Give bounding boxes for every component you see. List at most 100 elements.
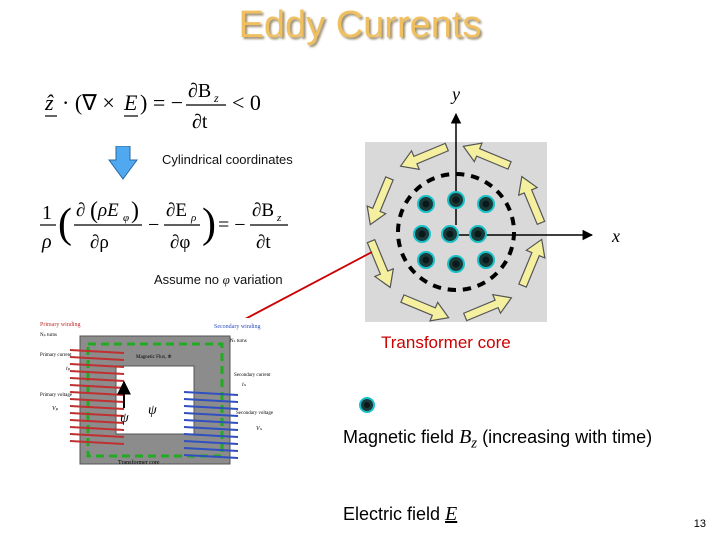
electric-field-arrow (366, 176, 394, 226)
svg-text:−: − (148, 214, 159, 236)
electric-field-dash (470, 174, 480, 181)
svg-text:Secondary current: Secondary current (234, 373, 271, 378)
electric-field-dash (504, 202, 512, 212)
electric-field-dash (418, 275, 429, 284)
primary-winding-coils (69, 349, 125, 445)
magnetic-field-dot-icon (359, 397, 375, 413)
svg-text:Primary winding: Primary winding (40, 322, 81, 328)
magnetic-field-dot (441, 225, 459, 243)
secondary-coil-turn (183, 447, 239, 452)
primary-coil-turn (69, 356, 125, 361)
secondary-coil-turn (183, 440, 239, 445)
svg-text:∂B: ∂B (252, 200, 274, 221)
svg-text:∂t: ∂t (192, 111, 208, 133)
electric-field-dash (476, 280, 486, 288)
svg-text:Vₛ: Vₛ (256, 426, 263, 432)
svg-text:Magnetic Flux, Φ: Magnetic Flux, Φ (136, 355, 172, 360)
svg-text:(: ( (90, 198, 98, 224)
magnetic-field-dot (417, 195, 435, 213)
magnetic-field-legend: Magnetic field Bz (increasing with time) (343, 426, 653, 452)
svg-text:E: E (123, 90, 138, 115)
down-arrow-icon (108, 146, 138, 180)
svg-text:Primary current: Primary current (40, 353, 72, 358)
svg-text:ρ: ρ (41, 231, 52, 253)
svg-text:iₚ: iₚ (66, 366, 71, 372)
primary-coil-turn (69, 370, 125, 375)
electric-field-dash (462, 286, 472, 292)
magnetic-field-dot (477, 195, 495, 213)
assumption-label: Assume no φ variation (154, 272, 283, 287)
svg-text:Transformer core: Transformer core (118, 459, 160, 466)
secondary-winding-coils (183, 391, 239, 459)
svg-text:ρ: ρ (190, 212, 196, 224)
svg-text:Primary voltage: Primary voltage (40, 393, 73, 398)
svg-text:Secondary winding: Secondary winding (214, 324, 261, 330)
electric-field-arrow (462, 142, 512, 170)
electric-field-dash (507, 246, 514, 256)
magnetic-field-dot (447, 255, 465, 273)
eq1-zhat: ẑ (44, 90, 54, 115)
cylindrical-label: Cylindrical coordinates (162, 152, 293, 167)
electric-field-dash (495, 189, 505, 199)
primary-coil-turn (69, 377, 125, 382)
electric-field-arrow (462, 293, 513, 322)
primary-coil-turn (69, 363, 125, 368)
electric-field-arrow (399, 142, 450, 171)
page-number: 13 (693, 518, 706, 530)
svg-text:Secondary voltage: Secondary voltage (236, 411, 274, 416)
svg-text:): ) (131, 198, 139, 224)
primary-coil-turn (69, 419, 125, 424)
svg-text:z: z (276, 212, 282, 224)
svg-text:ρE: ρE (97, 200, 119, 221)
transformer-core-label: Transformer core (381, 333, 511, 352)
electric-field-arrow (400, 294, 450, 322)
secondary-coil-turn (183, 433, 239, 438)
svg-text:< 0: < 0 (232, 90, 261, 115)
electric-field-dash (447, 287, 457, 292)
magnetic-field-dot (417, 251, 435, 269)
electric-field-dash (455, 172, 465, 177)
secondary-coil-turn (183, 412, 239, 417)
electric-field-dash (483, 180, 494, 189)
electric-field-dash (407, 265, 417, 275)
electric-field-dash (426, 176, 436, 184)
primary-coil-turn (69, 384, 125, 389)
svg-text:iₛ: iₛ (242, 382, 247, 388)
svg-text:· (∇ ×: · (∇ × (62, 90, 115, 115)
electric-field-dash (400, 252, 408, 262)
secondary-coil-turn (183, 398, 239, 403)
electric-field-dash (398, 208, 405, 218)
electric-field-arrow (366, 238, 395, 289)
electric-field-arrows (366, 142, 546, 322)
secondary-coil-turn (183, 419, 239, 424)
x-axis-label: x (611, 226, 620, 246)
electric-field-dash (510, 216, 516, 226)
electric-field-dash (396, 238, 402, 248)
electric-field-legend: Electric field E (343, 503, 458, 525)
svg-text:Vₚ: Vₚ (52, 406, 59, 412)
electric-field-arrow (518, 238, 546, 288)
primary-coil-turn (69, 412, 125, 417)
field-diagram: y x (365, 84, 620, 322)
secondary-coil-turn (183, 391, 239, 396)
electric-field-dash (499, 259, 508, 270)
magnetic-field-dot (469, 225, 487, 243)
electric-field-dash (489, 271, 499, 281)
primary-coil-turn (69, 440, 125, 445)
transformer-figure: ψ ψ Primary winding Nₚ turns Primary cur… (38, 318, 288, 478)
primary-coil-turn (69, 405, 125, 410)
svg-text:∂t: ∂t (256, 232, 271, 253)
svg-text:ψ: ψ (120, 411, 129, 426)
secondary-coil-turn (183, 454, 239, 459)
magnetic-field-dot (477, 251, 495, 269)
primary-coil-turn (69, 433, 125, 438)
primary-coil-turn (69, 426, 125, 431)
magnetic-field-dot (413, 225, 431, 243)
svg-text:Nₚ turns: Nₚ turns (40, 333, 57, 338)
primary-coil-turn (69, 398, 125, 403)
electric-field-loop (396, 172, 516, 292)
y-axis-label: y (450, 84, 460, 104)
svg-text:∂ρ: ∂ρ (90, 232, 109, 253)
svg-text:(: ( (58, 201, 72, 247)
svg-text:∂φ: ∂φ (170, 232, 190, 253)
